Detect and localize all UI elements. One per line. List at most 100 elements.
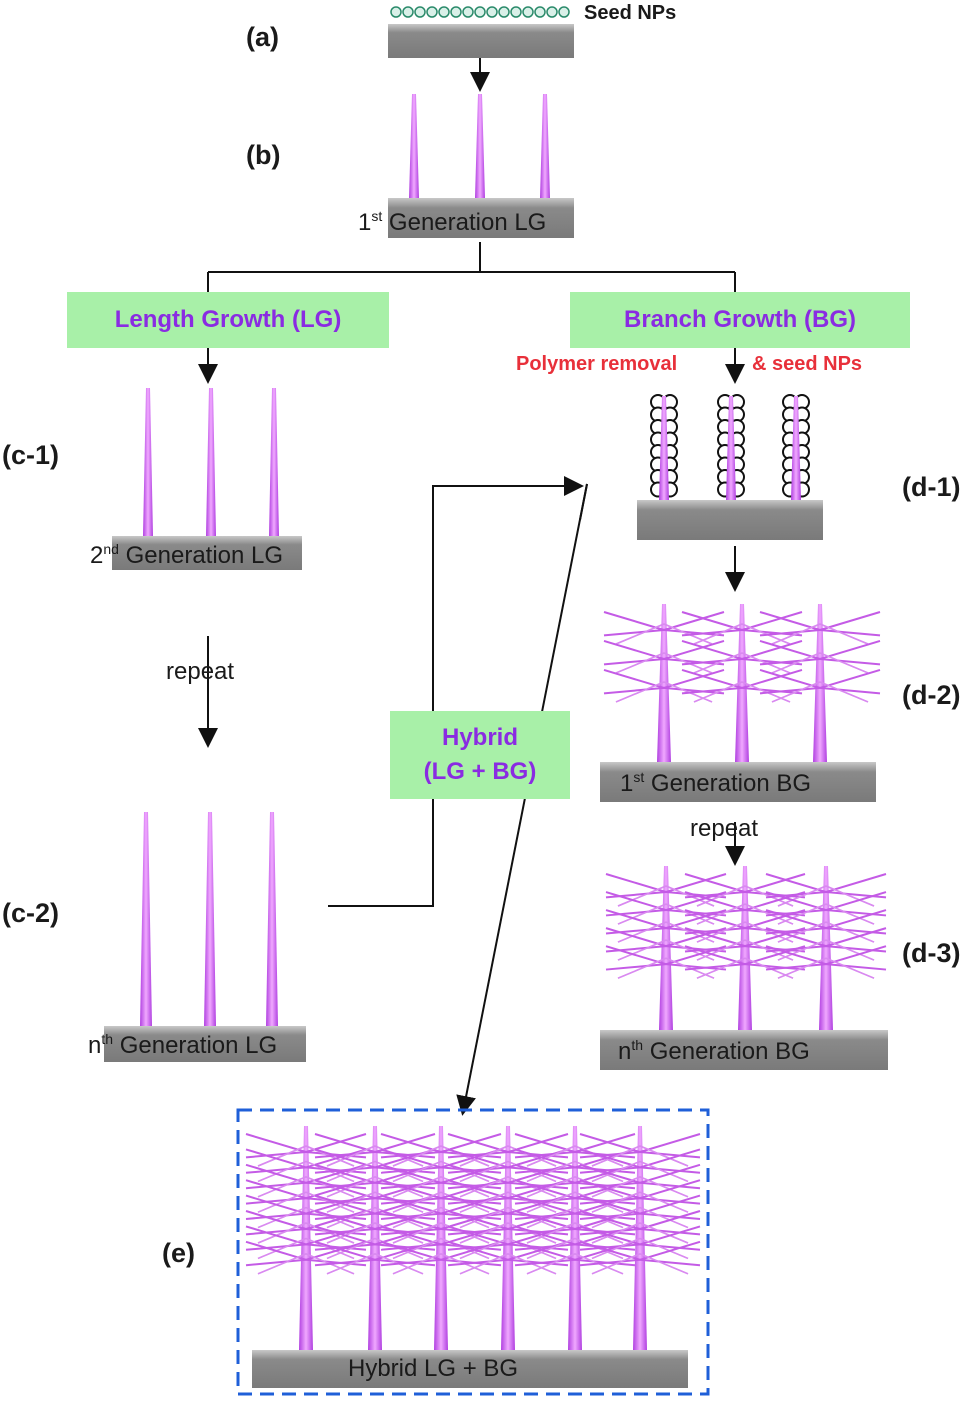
nanorod — [368, 1126, 382, 1350]
branch — [825, 957, 875, 979]
branch — [257, 1145, 307, 1167]
branch — [617, 885, 667, 907]
branch — [257, 1191, 307, 1213]
nanorod — [143, 388, 153, 536]
branch — [257, 1206, 307, 1229]
gen2-lg-prefix: 2 — [90, 542, 104, 569]
branch — [459, 1160, 509, 1183]
branch — [314, 1181, 376, 1190]
branch — [639, 1253, 689, 1275]
substrates — [104, 24, 888, 1388]
branch — [615, 681, 665, 703]
substrate — [388, 24, 574, 58]
branch — [447, 1197, 509, 1205]
branch — [825, 891, 887, 899]
branch — [447, 1133, 509, 1153]
branch — [615, 623, 665, 645]
branch — [447, 1240, 509, 1261]
substrate — [104, 1026, 306, 1062]
branch — [765, 909, 827, 930]
branch — [245, 1225, 307, 1246]
panel-label-c1: (c-1) — [2, 440, 60, 470]
branch — [617, 939, 667, 961]
seed-np — [474, 6, 486, 18]
branch — [459, 1222, 509, 1244]
branch — [765, 945, 827, 953]
nanorod — [475, 94, 485, 198]
panel-label-e: (e) — [162, 1238, 195, 1268]
branch — [514, 1133, 576, 1153]
seed-np — [522, 6, 534, 18]
nanorod — [659, 866, 673, 1030]
branch — [665, 963, 727, 971]
branch — [663, 686, 725, 695]
branch — [639, 1212, 701, 1220]
branch — [440, 1133, 502, 1153]
branch — [314, 1148, 376, 1169]
branch — [459, 1253, 509, 1275]
branch — [591, 1191, 641, 1213]
branch — [314, 1151, 376, 1159]
branch — [380, 1243, 442, 1251]
branch — [459, 1237, 509, 1260]
branch — [825, 885, 875, 907]
branch — [314, 1179, 376, 1200]
nanorods — [140, 94, 833, 1350]
branch — [771, 652, 821, 674]
branch — [693, 652, 743, 674]
branch — [615, 652, 665, 674]
branch — [663, 640, 725, 660]
nanorod — [735, 604, 749, 762]
branch — [314, 1166, 376, 1174]
branch — [639, 1222, 689, 1244]
branch — [574, 1133, 636, 1153]
branch — [257, 1237, 307, 1260]
branch — [459, 1191, 509, 1213]
repeat-left-label: repeat — [166, 658, 235, 685]
branch — [380, 1179, 442, 1200]
seed-nps-note: & seed NPs — [752, 353, 863, 375]
branch — [326, 1222, 376, 1244]
seed-particles — [390, 6, 810, 498]
branch — [245, 1197, 307, 1205]
branch — [605, 963, 667, 971]
branch — [605, 909, 667, 930]
hybrid-box-line1: Hybrid — [441, 724, 518, 751]
branch — [392, 1253, 442, 1275]
branch — [380, 1181, 442, 1190]
branch — [825, 891, 887, 911]
branch — [744, 963, 806, 971]
branch — [380, 1166, 442, 1174]
branch — [759, 611, 821, 631]
branch — [639, 1163, 701, 1184]
branch — [765, 927, 827, 948]
nanorod — [501, 1126, 515, 1350]
branch — [447, 1210, 509, 1230]
seed-np — [486, 6, 498, 18]
nanorod — [659, 396, 669, 500]
branch — [447, 1181, 509, 1190]
branch — [579, 1258, 641, 1267]
branch — [765, 927, 827, 935]
branch — [819, 686, 881, 695]
branch — [639, 1133, 701, 1153]
nanorod — [206, 388, 216, 536]
hybrid-box-line2: (LG + BG) — [423, 758, 537, 785]
branch — [639, 1145, 689, 1167]
genn-lg-prefix: n — [88, 1032, 102, 1059]
branch — [579, 1210, 641, 1230]
branch — [392, 1145, 442, 1167]
substrate — [112, 536, 302, 570]
gen1-lg-label: 1st Generation LG — [358, 208, 546, 237]
branch — [684, 963, 746, 971]
genn-lg-sup: th — [101, 1031, 114, 1047]
branch — [314, 1240, 376, 1261]
branch — [603, 629, 665, 637]
branch — [639, 1228, 701, 1236]
hybrid-lg-bg-label: Hybrid LG + BG — [348, 1355, 519, 1382]
branch — [603, 686, 665, 695]
gen1-lg-sup: st — [371, 208, 383, 224]
branch — [380, 1151, 442, 1159]
branch — [665, 873, 727, 893]
branch — [605, 945, 667, 966]
